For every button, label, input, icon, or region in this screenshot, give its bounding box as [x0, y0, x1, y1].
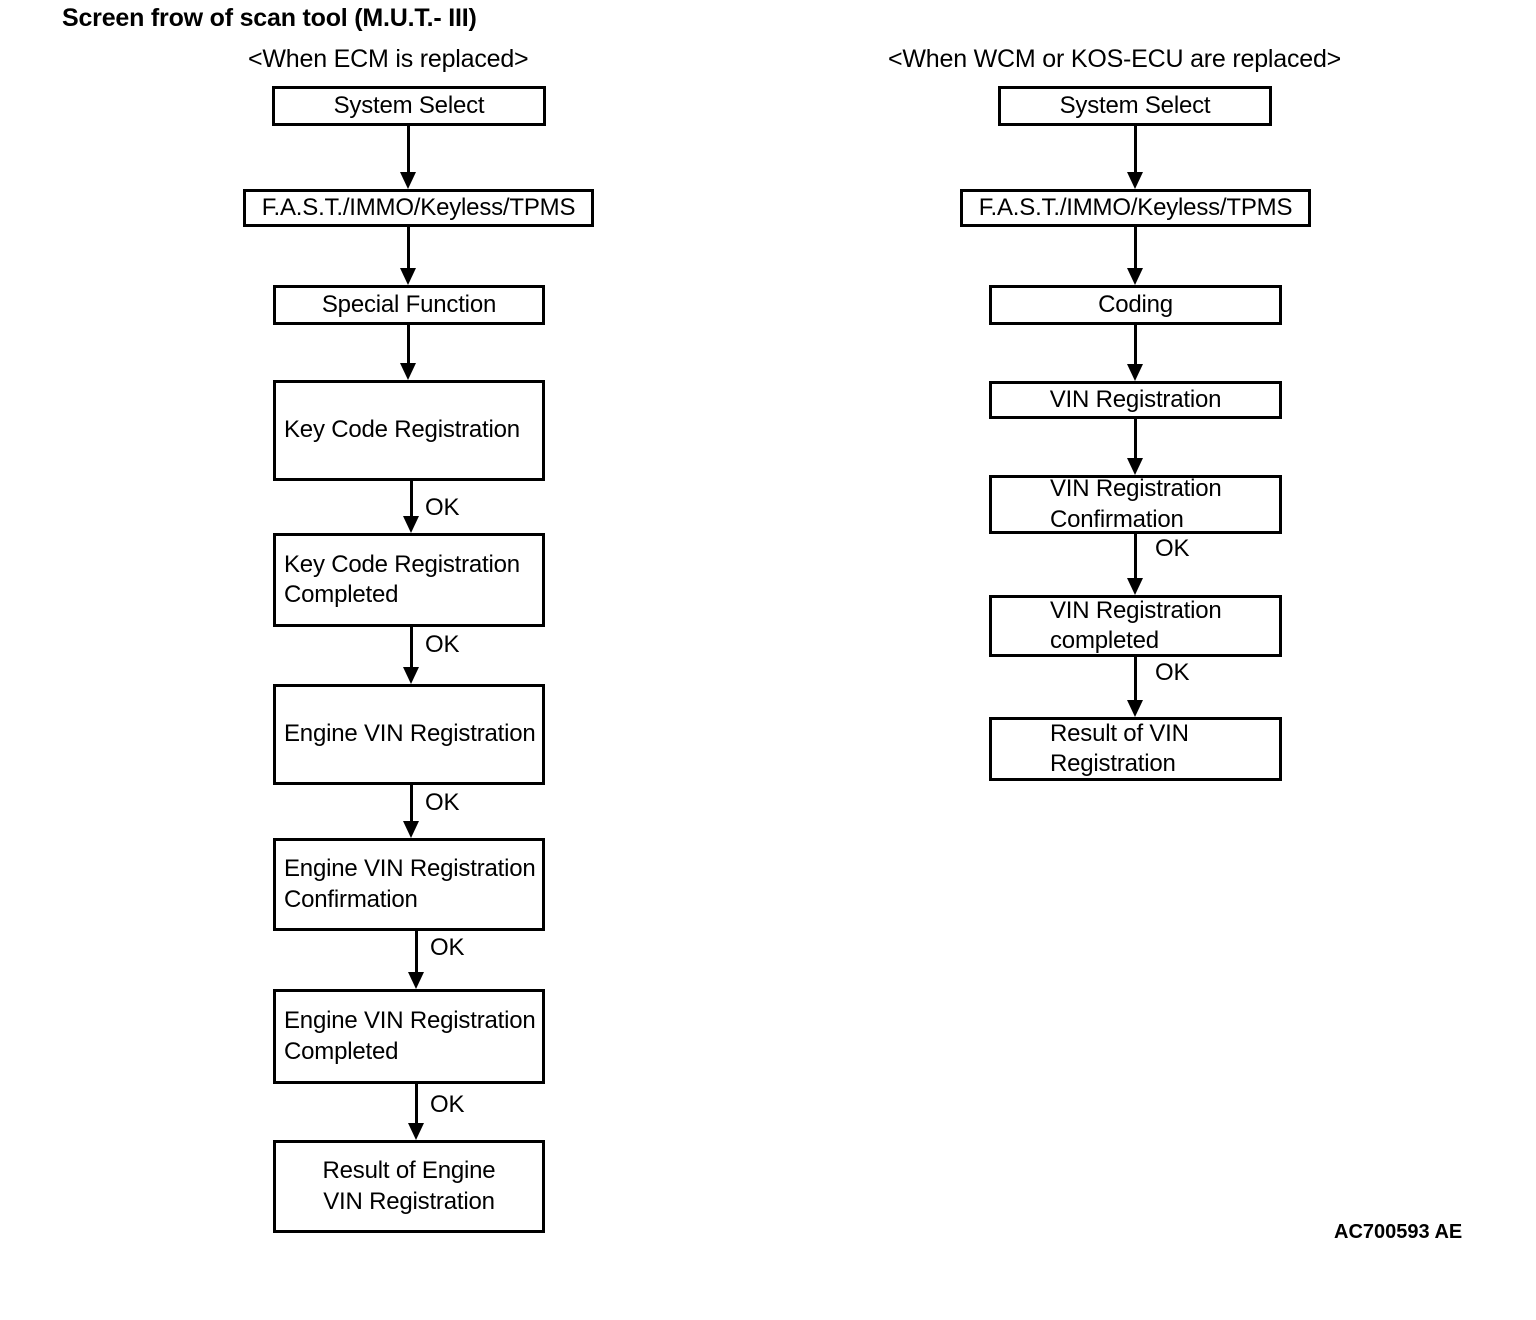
- arrow-shaft: [1134, 657, 1137, 702]
- page-title: Screen frow of scan tool (M.U.T.- III): [62, 4, 477, 32]
- arrow-head-icon: [1127, 700, 1143, 717]
- flow-node-ecm-engine-vin-registration: Engine VIN Registration: [273, 684, 545, 785]
- arrow-head-icon: [403, 821, 419, 838]
- flow-node-label: Engine VIN Registration: [284, 720, 536, 748]
- arrow-shaft: [407, 227, 410, 270]
- arrow-label-ok: OK: [425, 789, 460, 816]
- flow-node-label: F.A.S.T./IMMO/Keyless/TPMS: [978, 193, 1293, 221]
- flow-node-label: Engine VIN Registration Completed: [284, 1007, 536, 1065]
- arrow-shaft: [415, 931, 418, 974]
- arrow-shaft: [1134, 325, 1137, 366]
- flow-node-ecm-key-code-registration-completed: Key Code Registration Completed: [273, 533, 545, 627]
- flow-node-label: System Select: [1059, 91, 1211, 119]
- flow-node-wcm-vin-confirmation: VIN Registration Confirmation: [989, 475, 1282, 534]
- arrow-shaft: [1134, 126, 1137, 174]
- flow-node-wcm-vin-completed: VIN Registration completed: [989, 595, 1282, 657]
- flow-node-wcm-result-vin-registration: Result of VIN Registration: [989, 717, 1282, 781]
- flow-node-label: Engine VIN Registration Confirmation: [284, 855, 536, 913]
- arrow-head-icon: [1127, 268, 1143, 285]
- arrow-label-ok: OK: [425, 631, 460, 658]
- arrow-label-ok: OK: [430, 934, 465, 961]
- arrow-head-icon: [1127, 458, 1143, 475]
- flow-node-label: Result of VIN Registration: [1050, 719, 1189, 777]
- flow-node-wcm-vin-registration: VIN Registration: [989, 381, 1282, 419]
- flow-node-label: Key Code Registration: [284, 416, 520, 444]
- flow-node-ecm-key-code-registration: Key Code Registration: [273, 380, 545, 481]
- flow-node-label: Special Function: [321, 290, 497, 318]
- flow-node-ecm-system-select: System Select: [272, 86, 546, 126]
- flow-node-ecm-result-engine-vin: Result of Engine VIN Registration: [273, 1140, 545, 1233]
- arrow-shaft: [1134, 227, 1137, 270]
- flow-node-wcm-coding: Coding: [989, 285, 1282, 325]
- arrow-head-icon: [400, 363, 416, 380]
- arrow-label-ok: OK: [1155, 535, 1190, 562]
- arrow-shaft: [415, 1084, 418, 1125]
- arrow-head-icon: [400, 268, 416, 285]
- flow-node-ecm-fast-immo: F.A.S.T./IMMO/Keyless/TPMS: [243, 189, 594, 227]
- flow-node-label: VIN Registration: [1049, 385, 1222, 413]
- arrow-shaft: [407, 325, 410, 365]
- arrow-head-icon: [403, 667, 419, 684]
- flow-node-label: Key Code Registration Completed: [284, 550, 520, 608]
- flow-node-label: System Select: [333, 91, 485, 119]
- arrow-label-ok: OK: [425, 494, 460, 521]
- arrow-shaft: [410, 481, 413, 518]
- arrow-label-ok: OK: [1155, 659, 1190, 686]
- column-caption-wcm: <When WCM or KOS-ECU are replaced>: [888, 45, 1342, 73]
- flow-node-label: VIN Registration completed: [1050, 596, 1222, 654]
- arrow-head-icon: [403, 516, 419, 533]
- arrow-shaft: [410, 627, 413, 669]
- flow-node-label: VIN Registration Confirmation: [1050, 475, 1222, 533]
- arrow-shaft: [407, 126, 410, 174]
- flow-node-wcm-fast-immo: F.A.S.T./IMMO/Keyless/TPMS: [960, 189, 1311, 227]
- column-caption-ecm: <When ECM is replaced>: [248, 45, 529, 73]
- arrow-head-icon: [400, 172, 416, 189]
- figure-code: AC700593 AE: [1334, 1221, 1463, 1243]
- arrow-head-icon: [1127, 578, 1143, 595]
- arrow-shaft: [410, 785, 413, 823]
- flow-node-ecm-engine-vin-completed: Engine VIN Registration Completed: [273, 989, 545, 1084]
- arrow-head-icon: [408, 1123, 424, 1140]
- flow-node-label: Coding: [1098, 290, 1173, 318]
- arrow-shaft: [1134, 534, 1137, 580]
- flow-node-ecm-special-function: Special Function: [273, 285, 545, 325]
- flow-node-label: F.A.S.T./IMMO/Keyless/TPMS: [261, 193, 576, 221]
- flow-node-ecm-engine-vin-confirmation: Engine VIN Registration Confirmation: [273, 838, 545, 931]
- arrow-head-icon: [1127, 172, 1143, 189]
- arrow-head-icon: [408, 972, 424, 989]
- flow-node-label: Result of Engine VIN Registration: [322, 1157, 496, 1215]
- arrow-head-icon: [1127, 364, 1143, 381]
- arrow-label-ok: OK: [430, 1091, 465, 1118]
- arrow-shaft: [1134, 419, 1137, 460]
- flow-node-wcm-system-select: System Select: [998, 86, 1272, 126]
